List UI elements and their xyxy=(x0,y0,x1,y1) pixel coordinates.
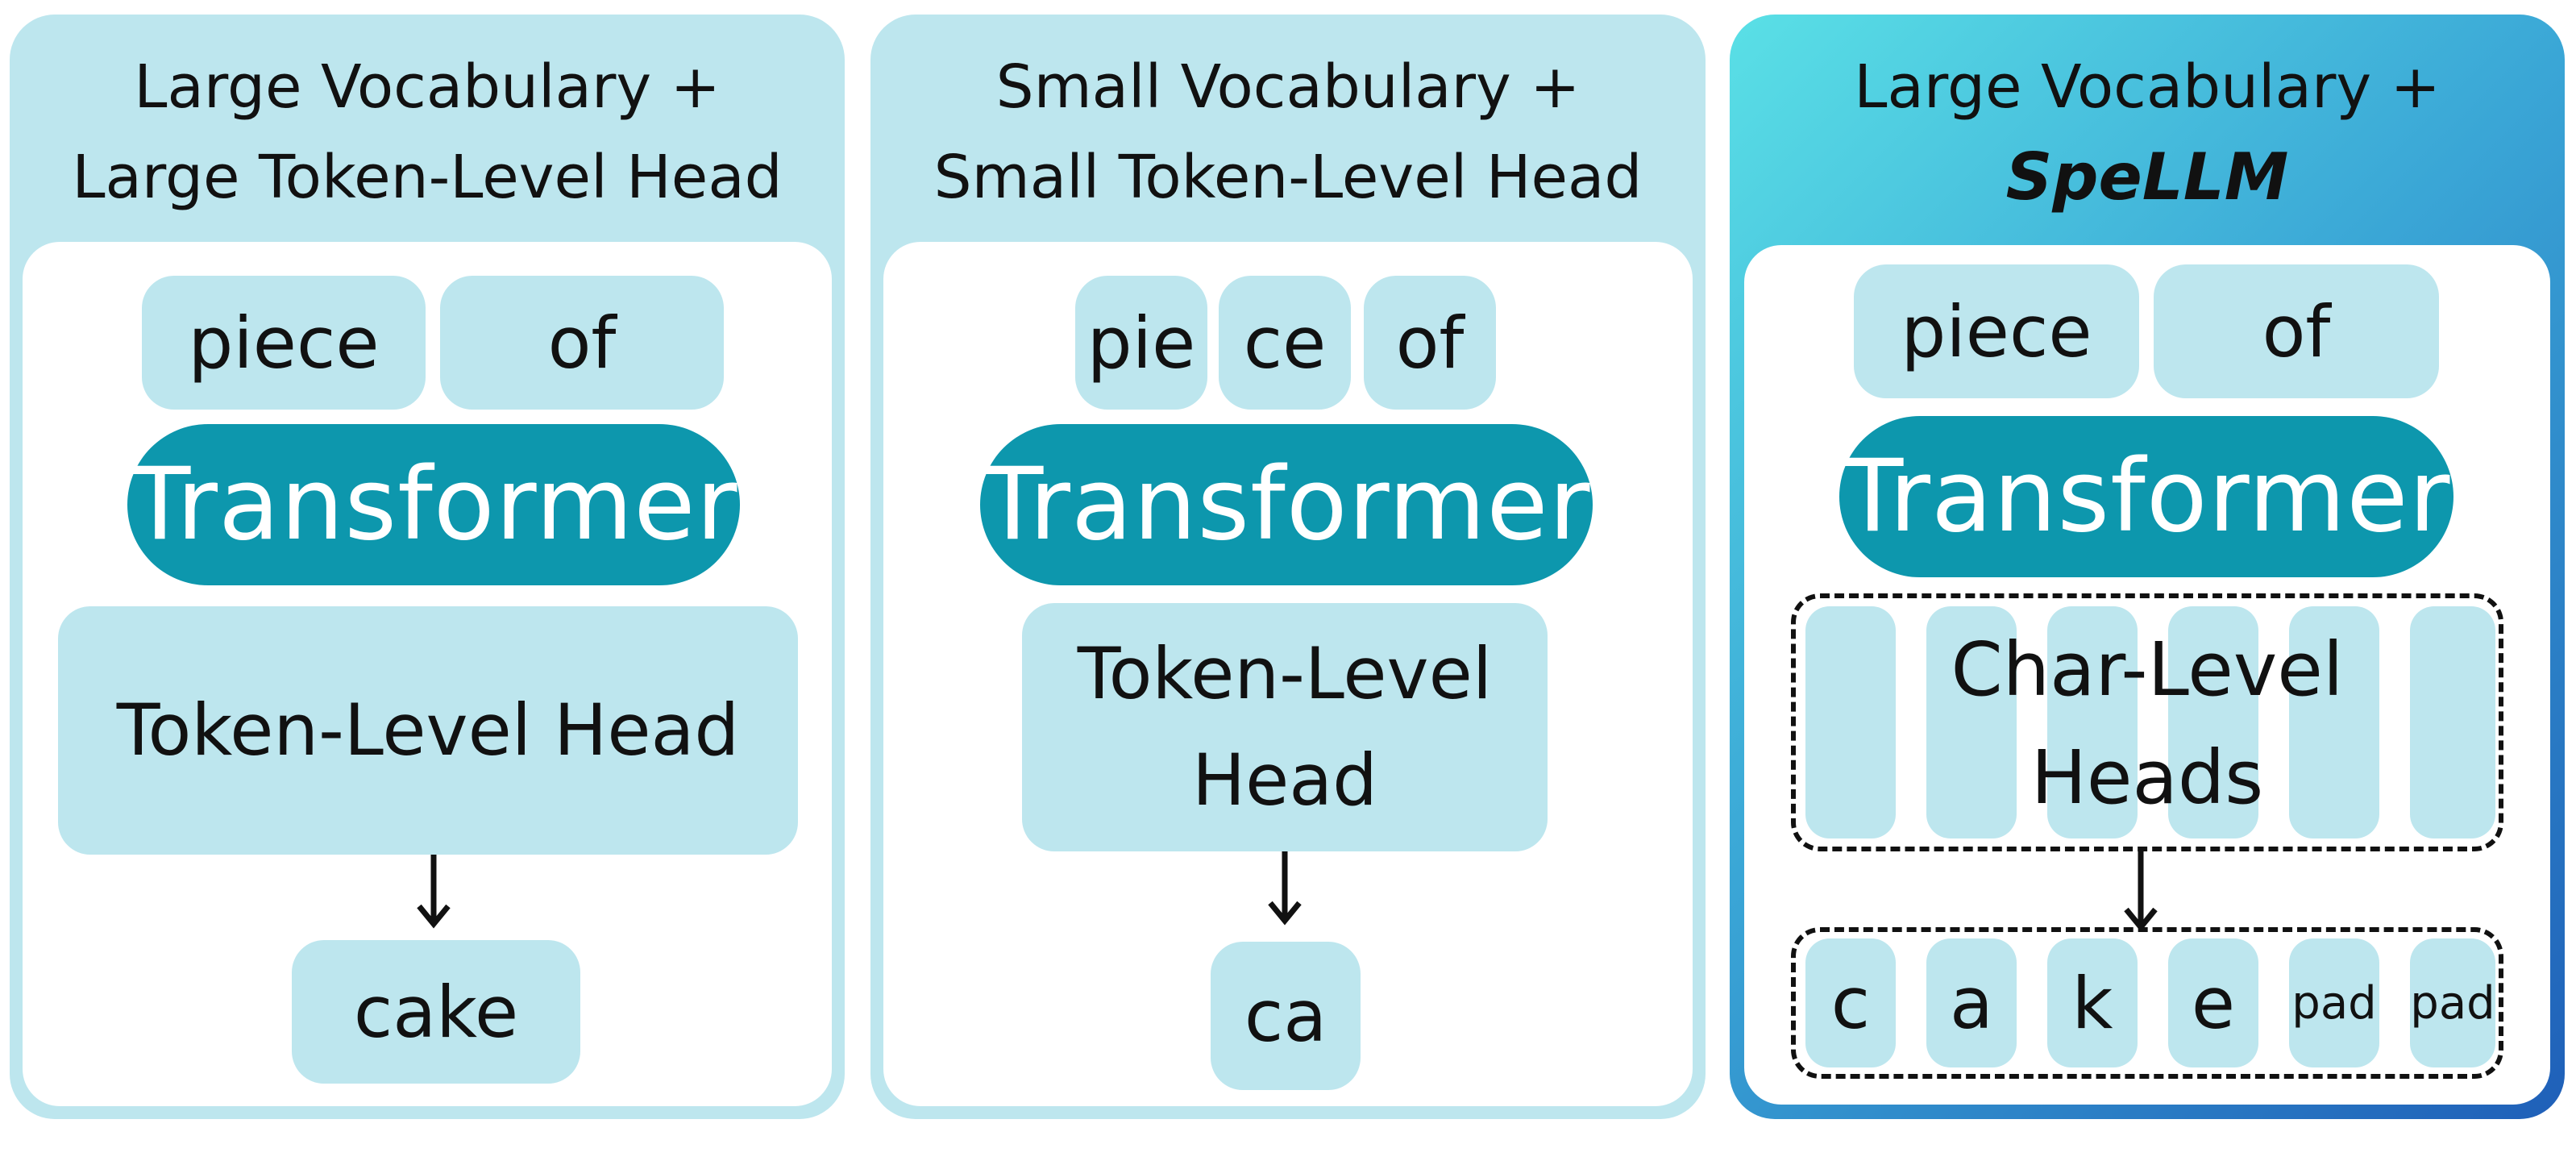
panel-small-vocab-small-head: Small Vocabulary + Small Token-Level Hea… xyxy=(870,15,1706,1119)
char-head-column xyxy=(2410,606,2495,838)
output-token-ca: ca xyxy=(1211,942,1361,1090)
transformer-block: Transformer xyxy=(127,424,740,585)
token-level-head: Token-Level Head xyxy=(58,606,798,855)
char-head-column xyxy=(2047,606,2138,838)
char-outputs-group: c a k e pad pad xyxy=(1791,927,2503,1079)
char-head-column xyxy=(2168,606,2258,838)
output-pad: pad xyxy=(2289,938,2379,1067)
token-level-head: Token-Level Head xyxy=(1022,603,1548,851)
head-label-line1: Token-Level xyxy=(1077,632,1493,715)
head-label-line2: Heads xyxy=(2030,734,2264,821)
char-level-heads-group: Char-Level Heads xyxy=(1791,593,2503,851)
panel-title-line2: Large Token-Level Head xyxy=(72,143,783,212)
panel-title-line2: Small Token-Level Head xyxy=(933,143,1643,212)
char-level-heads-label: Char-Level Heads xyxy=(1893,616,2402,832)
panel-body: pie ce of Transformer Token-Level Head c… xyxy=(883,242,1693,1106)
char-head-column xyxy=(1805,606,1896,838)
panel-body: piece of Transformer Token-Level Head ca… xyxy=(23,242,832,1106)
panel-title: Small Vocabulary + Small Token-Level Hea… xyxy=(870,42,1706,223)
panel-body: piece of Transformer Char-Level Heads c … xyxy=(1744,245,2550,1105)
output-char: k xyxy=(2047,938,2138,1067)
panel-title-line1: Large Vocabulary + xyxy=(1854,52,2441,122)
panel-spellm: Large Vocabulary + SpeLLM piece of Trans… xyxy=(1730,15,2565,1119)
spellm-name: SpeLLM xyxy=(2005,139,2289,214)
input-token-piece: piece xyxy=(1854,264,2139,398)
panel-title-line1: Small Vocabulary + xyxy=(995,52,1581,122)
arrow-down-icon xyxy=(2124,848,2158,932)
input-token-of: of xyxy=(1364,276,1496,410)
output-char: c xyxy=(1805,938,1896,1067)
transformer-block: Transformer xyxy=(980,424,1593,585)
transformer-block: Transformer xyxy=(1839,416,2453,577)
head-label-line1: Char-Level xyxy=(1951,626,2344,713)
input-token-ce: ce xyxy=(1219,276,1351,410)
input-token-of: of xyxy=(2154,264,2439,398)
output-pad: pad xyxy=(2410,938,2495,1067)
head-label-line2: Head xyxy=(1191,739,1378,822)
char-head-column xyxy=(2289,606,2379,838)
output-char: a xyxy=(1926,938,2017,1067)
panel-title: Large Vocabulary + Large Token-Level Hea… xyxy=(10,42,845,223)
panel-large-vocab-large-head: Large Vocabulary + Large Token-Level Hea… xyxy=(10,15,845,1119)
panel-title-line1: Large Vocabulary + xyxy=(134,52,721,122)
panel-title: Large Vocabulary + SpeLLM xyxy=(1730,42,2565,223)
output-token-cake: cake xyxy=(292,940,580,1084)
input-token-of: of xyxy=(440,276,724,410)
arrow-down-icon xyxy=(1268,851,1302,926)
arrow-down-icon xyxy=(417,855,451,929)
output-char: e xyxy=(2168,938,2258,1067)
input-token-pie: pie xyxy=(1075,276,1207,410)
input-token-piece: piece xyxy=(142,276,426,410)
char-head-column xyxy=(1926,606,2017,838)
